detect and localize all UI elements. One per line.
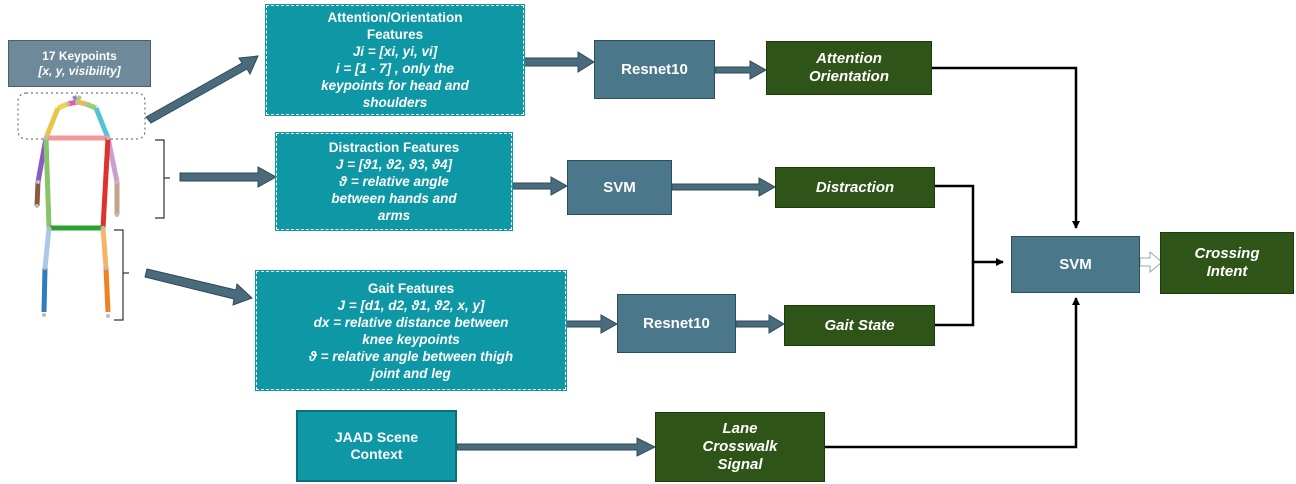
output-line: Intent	[1206, 263, 1248, 280]
distraction-features-line: arms	[377, 208, 411, 223]
output-line: Distraction	[815, 178, 895, 196]
resnet-gait-model: Resnet10	[617, 294, 736, 353]
jaad-scene-context-box: JAAD Scene Context	[296, 410, 457, 482]
line-gait-to-svm	[935, 262, 975, 327]
arrow-legs-to-gait	[144, 268, 253, 306]
gait-features-box: Gait Features J = [d1, d2, ϑ1, ϑ2, x, y]…	[255, 270, 567, 391]
gait-features-line: knee keypoints	[362, 331, 460, 347]
arrow-distraction-to-svm	[509, 176, 569, 196]
model-label: Resnet10	[621, 61, 688, 78]
attention-features-line: i = [1 - 7] , only the	[335, 61, 455, 76]
arrow-resnet-to-gait-output	[735, 314, 785, 334]
model-label: SVM	[1059, 256, 1092, 273]
distraction-output: Distraction	[775, 167, 935, 208]
jaad-line: Context	[350, 446, 403, 462]
attention-features-box: Attention/Orientation Features Ji = [xi,…	[265, 4, 525, 116]
skeleton-figure	[17, 92, 146, 318]
line-lane-to-svm	[825, 297, 1080, 449]
gait-state-output: Gait State	[784, 305, 935, 346]
attention-features-line: keypoints for head and	[321, 78, 469, 93]
svm-final-model: SVM	[1011, 236, 1140, 293]
gait-features-line: ϑ = relative angle between thigh	[308, 348, 514, 364]
arrow-head-to-attention	[145, 55, 259, 124]
jaad-line: JAAD Scene	[334, 429, 419, 445]
output-line: Crosswalk	[702, 438, 778, 455]
output-line: Crossing	[1194, 245, 1260, 262]
distraction-features-box: Distraction Features J = [ϑ1, ϑ2, ϑ3, ϑ4…	[275, 132, 513, 231]
arrow-svm-to-crossing	[1139, 250, 1163, 274]
gait-features-line: Gait Features	[367, 280, 455, 296]
model-label: SVM	[603, 179, 636, 196]
line-distraction-to-svm	[935, 184, 1004, 266]
crossing-intent-output: Crossing Intent	[1160, 232, 1294, 294]
attention-features-line: Features	[366, 27, 424, 42]
arrow-arms-to-distraction	[179, 166, 278, 188]
svm-distraction-model: SVM	[567, 160, 672, 215]
keypoints-label: 17 Keypoints [x, y, visibility]	[8, 40, 151, 87]
arrow-svm-to-distraction-output	[671, 177, 777, 197]
arrow-resnet-to-attention-output	[714, 60, 768, 80]
output-line: Attention	[816, 50, 882, 67]
arrow-gait-to-resnet	[559, 314, 619, 334]
resnet-attention-model: Resnet10	[594, 40, 715, 99]
output-line: Signal	[717, 456, 763, 473]
legs-brace	[114, 229, 124, 321]
keypoints-title: 17 Keypoints	[42, 48, 117, 63]
lane-crosswalk-signal-output: Lane Crosswalk Signal	[655, 412, 825, 482]
output-line: Gait State	[824, 316, 895, 334]
arrow-attention-to-resnet	[523, 51, 595, 73]
distraction-features-line: between hands and	[331, 191, 457, 206]
output-line: Orientation	[808, 68, 889, 85]
model-label: Resnet10	[643, 315, 710, 332]
distraction-features-line: Distraction Features	[328, 140, 460, 155]
keypoints-subtitle: [x, y, visibility]	[38, 63, 121, 78]
arms-brace	[155, 139, 165, 219]
attention-features-line: shoulders	[362, 95, 428, 110]
output-line: Lane	[722, 420, 758, 437]
gait-features-line: dx = relative distance between	[313, 314, 509, 330]
gait-features-line: joint and leg	[371, 365, 451, 381]
gait-features-line: J = [d1, d2, ϑ1, ϑ2, x, y]	[337, 297, 485, 313]
arrow-jaad-to-lane	[456, 437, 657, 457]
distraction-features-line: ϑ = relative angle	[339, 174, 449, 189]
attention-orientation-output: Attention Orientation	[766, 41, 932, 95]
line-attention-to-svm	[932, 66, 1080, 229]
head-region-outline	[17, 92, 146, 140]
attention-features-line: Ji = [xi, yi, vi]	[352, 44, 438, 59]
attention-features-line: Attention/Orientation	[327, 10, 463, 25]
distraction-features-line: J = [ϑ1, ϑ2, ϑ3, ϑ4]	[335, 157, 453, 172]
